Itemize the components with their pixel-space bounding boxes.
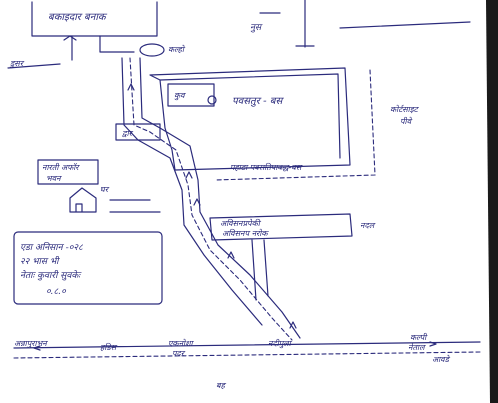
bottom-center-label: नदीपुला — [268, 338, 293, 349]
page-edge-shadow — [486, 0, 498, 403]
bottom-mid2-line-1: एकनोशा — [168, 338, 195, 348]
bottom-mid2-line-2: पदर — [172, 349, 186, 358]
arrow-up-1 — [63, 35, 77, 41]
note-line-2: २२ भास भी — [20, 255, 60, 267]
right-side-label-2: पीवे — [400, 116, 413, 126]
main-building-label: पवसतुर - बस — [232, 96, 284, 107]
mid-box: अविसनप्रपेकी अविसनप नरोक नदल — [209, 213, 376, 301]
bottom-right-line-1: कल्पी — [410, 332, 428, 342]
top-box-label: बकाइदार बनाक — [48, 12, 108, 23]
inner-box-label: कुव — [174, 91, 186, 101]
note-box: एडा अनिसान -०२८ २२ भास भी नेताः कुवारी स… — [13, 231, 163, 305]
main-building: पवसतुर - बस पहाडा पवसतिपाबद्ध-बस — [149, 67, 351, 172]
route-arrows — [127, 83, 297, 329]
top-right-marks: नुस — [250, 0, 471, 48]
gate-label: द्वार — [122, 129, 134, 138]
left-small-box: नारती अफॉर भवन — [37, 159, 99, 185]
note-line-4: ०.८.० — [46, 287, 67, 297]
top-box: बकाइदार बनाक — [31, 1, 158, 37]
top-right-label: नुस — [250, 23, 263, 33]
gate-box: द्वार — [115, 123, 161, 141]
right-side-note: कोर्टसाइट पीवे — [214, 69, 420, 181]
left-box-line-1: नारती अफॉर — [42, 162, 80, 172]
mid-box-line-2: अविसनप नरोक — [222, 228, 269, 238]
left-road-lines — [109, 199, 161, 213]
note-line-3: नेताः कुवारी सुवकेः — [20, 269, 82, 281]
bottom-mid1-label: हडिस — [100, 342, 118, 352]
bottom-road: अन्नापुराभन हडिस एकनोशा पदर नदीपुला कल्प… — [13, 332, 481, 364]
bottom-right2-label: आवडे — [432, 354, 451, 364]
bottom-right-line-2: नेताल — [408, 342, 426, 352]
bottom-left-label: अन्नापुराभन — [14, 339, 48, 349]
right-side-label-1: कोर्टसाइट — [390, 104, 420, 114]
left-margin-top-label: डुसर — [10, 59, 25, 69]
note-line-1: एडा अनिसान -०२८ — [20, 241, 83, 253]
mid-box-line-1: अविसनप्रपेकी — [220, 218, 262, 228]
inner-small-box: कुव — [167, 83, 217, 107]
route-left-edge — [121, 57, 263, 326]
building-bottom-label: पहाडा पवसतिपाबद्ध-बस — [230, 162, 303, 172]
bottom-foot-label: बह — [216, 381, 227, 390]
road-upper — [71, 35, 135, 61]
well-circle — [139, 43, 165, 57]
route-right-edge — [139, 57, 301, 339]
left-box-line-2: भवन — [46, 174, 62, 183]
mid-box-side-label: नदल — [360, 221, 376, 230]
circle-label: कल्हो — [168, 44, 186, 54]
route-dashed — [129, 57, 293, 341]
house-icon: घर — [69, 185, 110, 213]
house-label: घर — [100, 185, 110, 194]
left-margin-line — [7, 63, 61, 69]
